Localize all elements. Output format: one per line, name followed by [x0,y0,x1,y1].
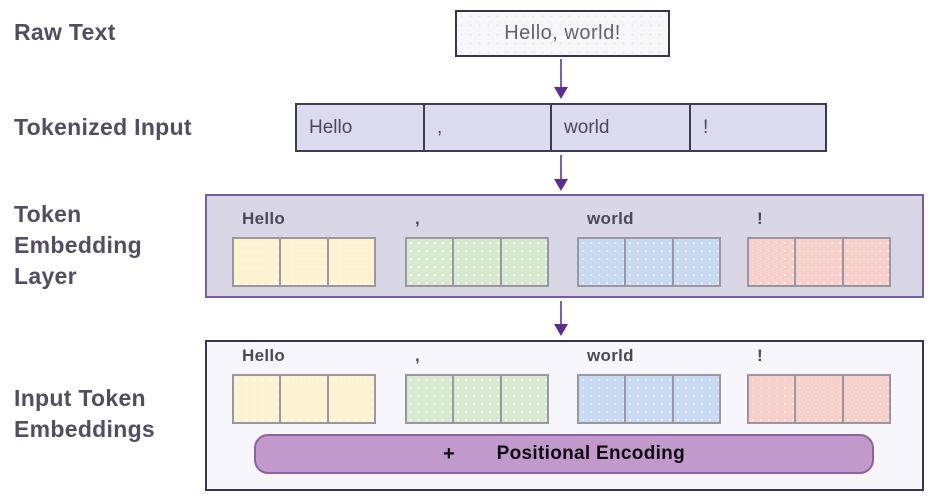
embedding-vector [405,374,549,424]
embedding-group-hello: Hello [232,209,376,287]
positional-encoding-label: Positional Encoding [496,443,685,464]
embedding-vector [232,374,376,424]
down-arrow-icon [554,155,568,191]
embedding-vector [405,237,549,287]
embedding-vector [577,374,721,424]
plus-icon: + [442,442,455,465]
token-cell: ! [703,116,709,138]
embedding-group-exclaim: ! [747,346,891,424]
embedding-group-label: world [587,209,634,228]
embedding-group-label: world [587,346,634,365]
embedding-vector [232,237,376,287]
raw-text-value: Hello, world! [504,22,621,44]
down-arrow-icon [554,301,568,336]
raw-text-box: Hello, world! [455,10,670,57]
token-embedding-layer-box: Hello , world ! [205,194,924,298]
input-token-embeddings-box: Hello , world ! + Positional Encoding [205,340,924,491]
tokenized-input-row: Hello , world ! [295,103,827,152]
token-cell: Hello [297,105,425,150]
positional-encoding-bar: + Positional Encoding [254,434,874,474]
embedding-group-hello: Hello [232,346,376,424]
token-cell: world [552,105,691,150]
stage-label-input-token-embeddings: Input Token Embeddings [14,385,156,442]
stage-label-token-embedding-layer: Token Embedding Layer [14,201,142,289]
embedding-vector [747,237,891,287]
embedding-group-label: ! [757,346,763,365]
embedding-group-label: Hello [242,346,286,365]
token-cell: , [425,105,552,150]
embedding-vector [577,237,721,287]
embedding-group-label: ! [757,209,763,228]
embedding-group-world: world [577,346,721,424]
embedding-group-world: world [577,209,721,287]
embedding-group-comma: , [405,209,549,287]
embedding-group-label: , [415,346,421,365]
embedding-vector [747,374,891,424]
stage-label-tokenized-input: Tokenized Input [14,114,192,140]
embedding-group-label: Hello [242,209,286,228]
embedding-group-exclaim: ! [747,209,891,287]
stage-label-raw-text: Raw Text [14,19,116,45]
embedding-group-comma: , [405,346,549,424]
down-arrow-icon [554,59,568,99]
embedding-group-label: , [415,209,421,228]
